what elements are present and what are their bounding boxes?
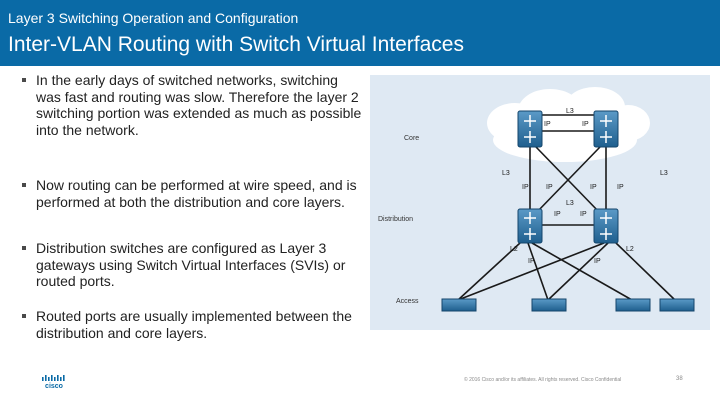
l2-label: L2 (626, 246, 634, 253)
bullet-marker-icon (22, 78, 26, 82)
header-bar: Layer 3 Switching Operation and Configur… (0, 0, 720, 66)
network-diagram: Core Distribution Access L3 IP IP L3 L3 … (370, 75, 710, 330)
page-number: 38 (676, 376, 683, 382)
l2-label: L2 (510, 246, 518, 253)
ip-label: IP (582, 121, 589, 128)
cisco-logo: cisco (40, 374, 68, 395)
bullet-item: Now routing can be performed at wire spe… (22, 177, 362, 210)
bullet-item: Distribution switches are configured as … (22, 240, 362, 290)
access-switch-4-icon (659, 298, 695, 312)
ip-label: IP (590, 184, 597, 191)
core-cloud-icon (487, 87, 650, 162)
ip-label: IP (546, 184, 553, 191)
network-diagram-svg: Core Distribution Access L3 IP IP L3 L3 … (378, 87, 695, 312)
slide-kicker: Layer 3 Switching Operation and Configur… (8, 10, 299, 26)
bullet-text: In the early days of switched networks, … (36, 72, 362, 138)
ip-label: IP (617, 184, 624, 191)
layer-label-access: Access (396, 298, 419, 305)
cisco-logo-text: cisco (45, 383, 63, 390)
cisco-logo-icon: cisco (42, 375, 65, 390)
access-switch-2-icon (531, 298, 567, 312)
ip-label: IP (580, 211, 587, 218)
distribution-switch-right-icon (593, 208, 619, 244)
ip-label: IP (594, 258, 601, 265)
l3-label: L3 (566, 200, 574, 207)
ip-label: IP (528, 258, 535, 265)
l3-links (529, 114, 607, 226)
core-switch-right-icon (593, 110, 619, 148)
bullet-text: Now routing can be performed at wire spe… (36, 177, 357, 210)
bullet-item: Routed ports are usually implemented bet… (22, 308, 362, 341)
access-switch-1-icon (441, 298, 477, 312)
l2-links (457, 242, 676, 301)
bullet-marker-icon (22, 246, 26, 250)
core-switch-left-icon (517, 110, 543, 148)
footer-copyright: © 2016 Cisco and/or its affiliates. All … (464, 377, 622, 383)
layer-label-core: Core (404, 135, 419, 142)
bullet-item: In the early days of switched networks, … (22, 72, 362, 138)
bullet-text: Routed ports are usually implemented bet… (36, 308, 352, 341)
l3-label: L3 (660, 170, 668, 177)
ip-label: IP (554, 211, 561, 218)
l3-label: L3 (502, 170, 510, 177)
bullet-marker-icon (22, 314, 26, 318)
ip-label: IP (544, 121, 551, 128)
l3-label: L3 (566, 108, 574, 115)
slide-title: Inter-VLAN Routing with Switch Virtual I… (8, 33, 464, 56)
bullet-text: Distribution switches are configured as … (36, 240, 346, 289)
ip-label: IP (522, 184, 529, 191)
distribution-switch-left-icon (517, 208, 543, 244)
access-switch-3-icon (615, 298, 651, 312)
bullet-marker-icon (22, 183, 26, 187)
layer-label-distribution: Distribution (378, 216, 413, 223)
